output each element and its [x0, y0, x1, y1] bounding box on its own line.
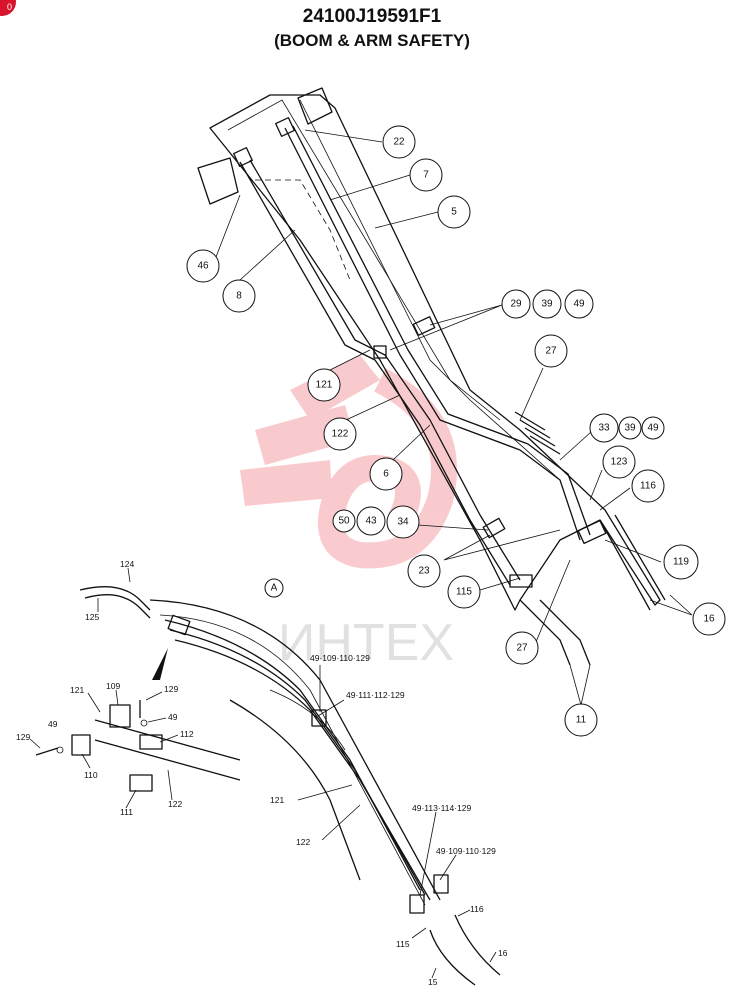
view-marker-label: A [271, 583, 278, 594]
svg-text:6: 6 [383, 469, 389, 480]
callout-50: 50 [332, 509, 356, 533]
svg-text:43: 43 [365, 516, 377, 527]
svg-text:39: 39 [541, 299, 553, 310]
callout-5: 5 [437, 195, 471, 229]
label-115: 115 [396, 939, 410, 949]
label-49-left: 49 [48, 719, 58, 729]
label-121-detail: 121 [70, 685, 84, 695]
label-124: 124 [120, 559, 134, 569]
callout-49-b: 49 [641, 416, 665, 440]
callout-121: 121 [307, 368, 341, 402]
label-125: 125 [85, 612, 99, 622]
svg-text:7: 7 [423, 170, 429, 181]
svg-text:50: 50 [338, 516, 350, 527]
svg-text:33: 33 [598, 423, 610, 434]
label-122-boom: 122 [296, 837, 310, 847]
svg-text:22: 22 [393, 137, 405, 148]
label-129-top: 129 [164, 684, 178, 694]
callout-39: 39 [532, 289, 562, 319]
callout-39-b: 39 [618, 416, 642, 440]
label-122-detail: 122 [168, 799, 182, 809]
boom-assembly [197, 87, 666, 666]
label-112: 112 [180, 729, 194, 739]
svg-text:27: 27 [516, 643, 528, 654]
callout-122: 122 [323, 417, 357, 451]
svg-text:49: 49 [647, 423, 659, 434]
callout-49: 49 [564, 289, 594, 319]
callout-123: 123 [602, 445, 636, 479]
svg-text:27: 27 [545, 346, 557, 357]
page-subtitle: (BOOM & ARM SAFETY) [274, 31, 470, 50]
svg-text:122: 122 [332, 429, 349, 440]
title-block: 24100J19591F1 (BOOM & ARM SAFETY) [0, 0, 744, 52]
label-129-left: 129 [16, 732, 30, 742]
callout-27-bottom: 27 [505, 631, 539, 665]
callout-115: 115 [447, 575, 481, 609]
svg-text:29: 29 [510, 299, 522, 310]
callout-8: 8 [222, 279, 256, 313]
leader-lines [215, 129, 693, 706]
leader-lines-lower [29, 567, 497, 979]
page-title: 24100J19591F1 [302, 6, 442, 27]
callout-6: 6 [369, 457, 403, 491]
boom-side-view: A [79, 578, 501, 986]
svg-text:115: 115 [456, 587, 472, 598]
label-49-109-110-129-top: 49·109·110·129 [310, 653, 370, 663]
label-49-113-114-129: 49·113·114·129 [412, 803, 472, 813]
callout-46: 46 [186, 249, 220, 283]
svg-text:119: 119 [673, 557, 689, 568]
clamp-detail [35, 700, 241, 792]
svg-text:8: 8 [236, 291, 242, 302]
svg-text:23: 23 [418, 566, 430, 577]
label-49-detail: 49 [168, 712, 178, 722]
svg-text:116: 116 [640, 481, 656, 492]
svg-text:11: 11 [576, 715, 587, 726]
label-16: 16 [498, 948, 508, 958]
callout-29: 29 [501, 289, 531, 319]
svg-text:5: 5 [451, 207, 457, 218]
label-15: 15 [428, 977, 438, 987]
label-116: 116 [470, 904, 484, 914]
svg-text:121: 121 [316, 380, 333, 391]
svg-text:46: 46 [197, 261, 209, 272]
label-49-111-112-129: 49·111·112·129 [346, 690, 405, 700]
label-121-boom: 121 [270, 795, 284, 805]
svg-text:123: 123 [611, 457, 628, 468]
view-marker-circle [264, 578, 284, 598]
watermark-text: ИНТЕХ [278, 614, 454, 672]
label-109: 109 [106, 681, 120, 691]
svg-text:39: 39 [624, 423, 636, 434]
callout-22: 22 [382, 125, 416, 159]
callout-33: 33 [589, 413, 619, 443]
callout-27-top: 27 [534, 334, 568, 368]
svg-text:49: 49 [573, 299, 585, 310]
labels-lower: 124 125 121 109 129 49 49 112 129 110 11… [16, 559, 508, 987]
label-111: 111 [120, 807, 133, 817]
callout-16: 16 [692, 602, 726, 636]
callout-11: 11 [564, 703, 598, 737]
callout-116: 116 [631, 469, 665, 503]
callout-119: 119 [663, 544, 699, 580]
svg-text:16: 16 [703, 614, 715, 625]
label-110: 110 [84, 770, 98, 780]
callout-23: 23 [407, 554, 441, 588]
callout-34: 34 [386, 505, 420, 539]
svg-text:34: 34 [397, 517, 409, 528]
callout-7: 7 [409, 158, 443, 192]
label-49-109-110-129-bottom: 49·109·110·129 [436, 846, 496, 856]
callouts-upper: 22 7 5 46 8 29 39 49 27 121 122 33 39 49… [186, 125, 726, 737]
callout-43: 43 [356, 506, 386, 536]
